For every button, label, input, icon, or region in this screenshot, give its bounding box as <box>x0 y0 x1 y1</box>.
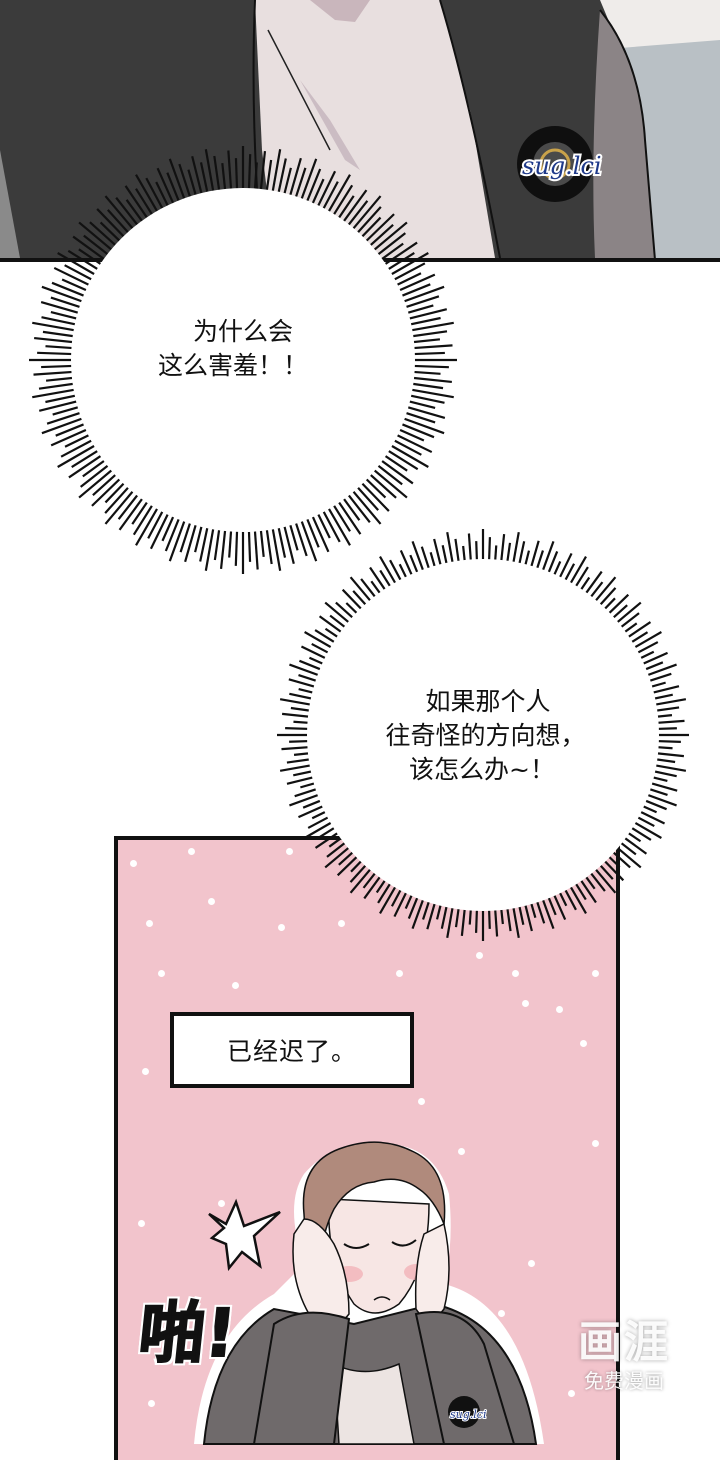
sound-effect: 啪! <box>134 1294 240 1373</box>
watermark: 画涯 免费漫画 <box>560 1318 688 1394</box>
snow-dot <box>286 848 293 855</box>
svg-text:sug.lci: sug.lci <box>450 1408 486 1421</box>
thought-burst-1: 为什么会 这么害羞！！ <box>23 140 463 580</box>
impact-burst-icon <box>208 1198 281 1272</box>
snow-dot <box>338 920 345 927</box>
burst-rays <box>29 146 457 574</box>
burst-rays <box>277 529 689 941</box>
snow-dot <box>148 1400 155 1407</box>
snow-dot <box>130 860 137 867</box>
snow-dot <box>476 952 483 959</box>
thought-line: 这么害羞！！ <box>157 351 308 380</box>
snow-dot <box>232 982 239 989</box>
snow-dot <box>556 1006 563 1013</box>
snow-dot <box>512 970 519 977</box>
snow-dot <box>592 1140 599 1147</box>
character-illustration: sug.lci <box>194 1141 544 1445</box>
thought-line: 该怎么办~！ <box>409 755 555 784</box>
snow-dot <box>208 898 215 905</box>
snow-dot <box>396 970 403 977</box>
snow-dot <box>458 1148 465 1155</box>
snow-dot <box>528 1260 535 1267</box>
caption-text: 已经迟了。 <box>226 1037 357 1066</box>
snow-dot <box>568 1390 575 1397</box>
top-panel: sug.lci <box>0 0 720 262</box>
watermark-logo: 画涯 <box>578 1317 670 1368</box>
snow-dot <box>498 1310 505 1317</box>
caption-box: 已经迟了。 <box>170 1012 414 1088</box>
thought-line: 为什么会 <box>192 317 293 346</box>
snow-dot <box>138 1220 145 1227</box>
snow-dot <box>142 1068 149 1075</box>
snow-dot <box>592 970 599 977</box>
thought-text-1: 为什么会 这么害羞！！ <box>23 315 463 383</box>
thought-burst-2: 如果那个人 往奇怪的方向想， 该怎么办~！ <box>273 525 693 945</box>
snow-dot <box>580 1040 587 1047</box>
snow-dot <box>218 1200 225 1207</box>
thought-text-2: 如果那个人 往奇怪的方向想， 该怎么办~！ <box>273 685 693 787</box>
snow-dot <box>158 970 165 977</box>
snow-dot <box>188 848 195 855</box>
pink-panel: sug.lci <box>114 836 620 1460</box>
thought-line: 往奇怪的方向想， <box>385 721 586 750</box>
thought-line: 如果那个人 <box>425 687 551 716</box>
snow-dot <box>146 920 153 927</box>
snow-dot <box>278 924 285 931</box>
snow-dot <box>418 1098 425 1105</box>
badge-text: sug.lci <box>522 152 602 180</box>
snow-dot <box>522 1000 529 1007</box>
watermark-subtitle: 免费漫画 <box>584 1369 664 1393</box>
